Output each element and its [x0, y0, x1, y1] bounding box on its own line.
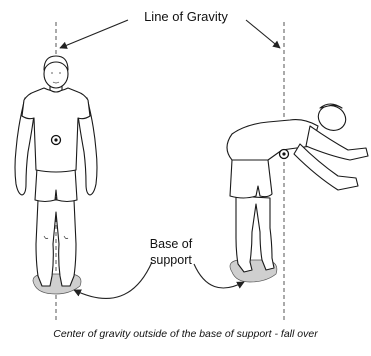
diagram-caption: Center of gravity outside of the base of… [0, 328, 371, 340]
gravity-arrow-left [60, 20, 128, 48]
standing-figure [15, 56, 97, 294]
line-of-gravity-label: Line of Gravity [118, 9, 254, 24]
leaning-figure [227, 101, 368, 282]
base-of-support-label: Base of support [136, 236, 206, 268]
base-of-support-label-line2: support [136, 252, 206, 268]
gravity-arrow-right [246, 20, 280, 48]
base-of-support-label-line1: Base of [136, 236, 206, 252]
